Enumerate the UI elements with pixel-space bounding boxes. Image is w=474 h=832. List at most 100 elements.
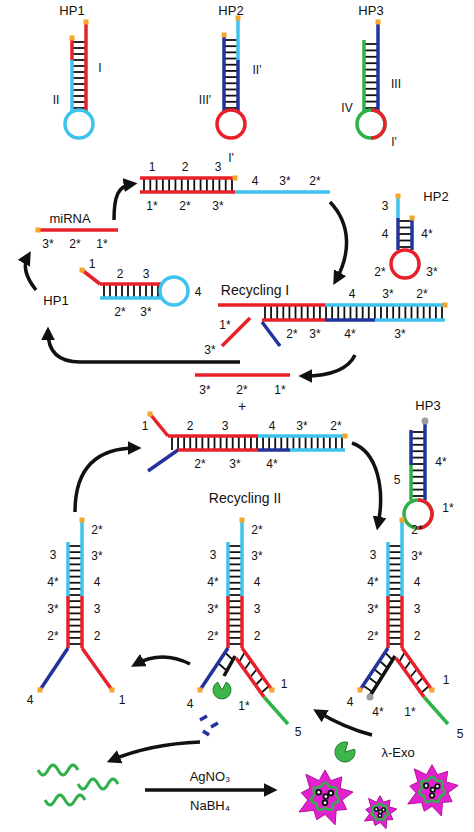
base-pair <box>228 600 242 602</box>
dna-strand <box>222 35 226 112</box>
base-pair <box>286 436 288 450</box>
base-pair <box>364 56 378 58</box>
strand-end <box>222 33 227 38</box>
base-pair <box>411 476 425 478</box>
reaction-arrow <box>352 443 381 525</box>
phosphate-end <box>367 694 374 701</box>
segment-label: 2* <box>411 524 422 536</box>
base-pair <box>189 436 191 450</box>
base-pair <box>228 582 242 584</box>
base-pair <box>388 545 402 547</box>
dna-strand <box>82 648 112 690</box>
reaction-arrow <box>25 256 36 290</box>
base-pair <box>364 43 378 45</box>
silver-nanocluster <box>299 770 353 825</box>
base-pair <box>156 178 158 192</box>
dna-strand <box>226 542 230 596</box>
base-pair <box>388 606 402 608</box>
base-pair <box>313 305 315 320</box>
segment-label: 4 <box>254 576 261 588</box>
segment-label: 1 <box>149 161 156 173</box>
star-body <box>364 796 396 829</box>
base-pair <box>325 305 327 320</box>
base-pair <box>392 305 394 320</box>
base-pair <box>270 305 272 320</box>
base-pair <box>350 305 352 320</box>
base-pair <box>329 436 331 450</box>
strand-end <box>80 518 85 523</box>
released-template <box>38 765 78 775</box>
base-pair <box>72 53 86 55</box>
dna-strand <box>70 38 74 60</box>
dna-strand <box>400 596 404 648</box>
strand-end <box>376 20 381 25</box>
base-pair <box>411 489 425 491</box>
base-pair <box>232 436 234 450</box>
segment-label: I <box>98 62 101 74</box>
segment-label: 2* <box>179 200 190 212</box>
base-pair <box>181 178 183 192</box>
base-pair <box>307 305 309 320</box>
star-body <box>408 765 458 816</box>
dna-strand <box>148 450 178 471</box>
base-pair <box>268 436 270 450</box>
probe-name: HP1 <box>59 4 84 17</box>
silver-atom-core <box>330 792 333 795</box>
base-pair <box>224 82 238 84</box>
strand-end <box>400 518 405 523</box>
segment-label: 5 <box>394 474 401 486</box>
segment-label: 5 <box>457 728 464 740</box>
base-pair <box>228 557 242 559</box>
segment-label: 3 <box>143 268 150 280</box>
segment-label: 4 <box>269 420 276 432</box>
segment-label: 3* <box>251 550 262 562</box>
strand-end <box>70 36 75 41</box>
dna-strand <box>236 18 240 60</box>
segment-label: 3 <box>254 603 261 615</box>
dna-strand <box>400 520 404 596</box>
base-pair <box>386 305 388 320</box>
base-pair <box>72 95 86 97</box>
base-pair <box>368 305 370 320</box>
base-pair <box>228 563 242 565</box>
dna-strand <box>235 190 330 194</box>
base-pair <box>404 305 406 320</box>
base-pair <box>68 631 82 633</box>
silver-atom-core <box>379 815 381 817</box>
segment-label: 2* <box>207 630 218 642</box>
hairpin-loop <box>217 110 245 138</box>
base-pair <box>264 305 266 320</box>
silver-atom <box>374 807 379 812</box>
base-pair <box>305 436 307 450</box>
base-pair <box>319 305 321 320</box>
segment-label: 4 <box>187 698 194 710</box>
segment-label: 4 <box>195 286 202 298</box>
segment-label: 3* <box>367 603 378 615</box>
base-pair <box>103 284 105 298</box>
dna-strand <box>409 465 413 500</box>
base-pair <box>224 70 238 72</box>
base-pair <box>335 436 337 450</box>
reagent-label: NaBH₄ <box>190 799 230 812</box>
strand-end <box>240 518 245 523</box>
reaction-arrow <box>330 202 347 280</box>
dna-strand <box>66 596 70 648</box>
dna-strand <box>325 318 375 322</box>
dna-strand <box>66 542 70 596</box>
base-pair <box>224 45 238 47</box>
dna-strand <box>290 448 345 452</box>
segment-label: 1* <box>219 319 230 331</box>
base-pair <box>299 436 301 450</box>
segment-label: 3 <box>94 603 101 615</box>
base-pair <box>398 240 412 242</box>
segment-label: 2* <box>367 630 378 642</box>
base-pair <box>429 305 431 320</box>
dna-strand <box>100 296 162 300</box>
base-pair <box>224 76 238 78</box>
segment-label: 3 <box>210 549 217 561</box>
silver-atom <box>322 793 329 800</box>
silver-atom-core <box>431 788 434 791</box>
base-pair <box>398 233 412 235</box>
dna-strand <box>140 190 235 194</box>
segment-label: 1 <box>89 258 96 270</box>
